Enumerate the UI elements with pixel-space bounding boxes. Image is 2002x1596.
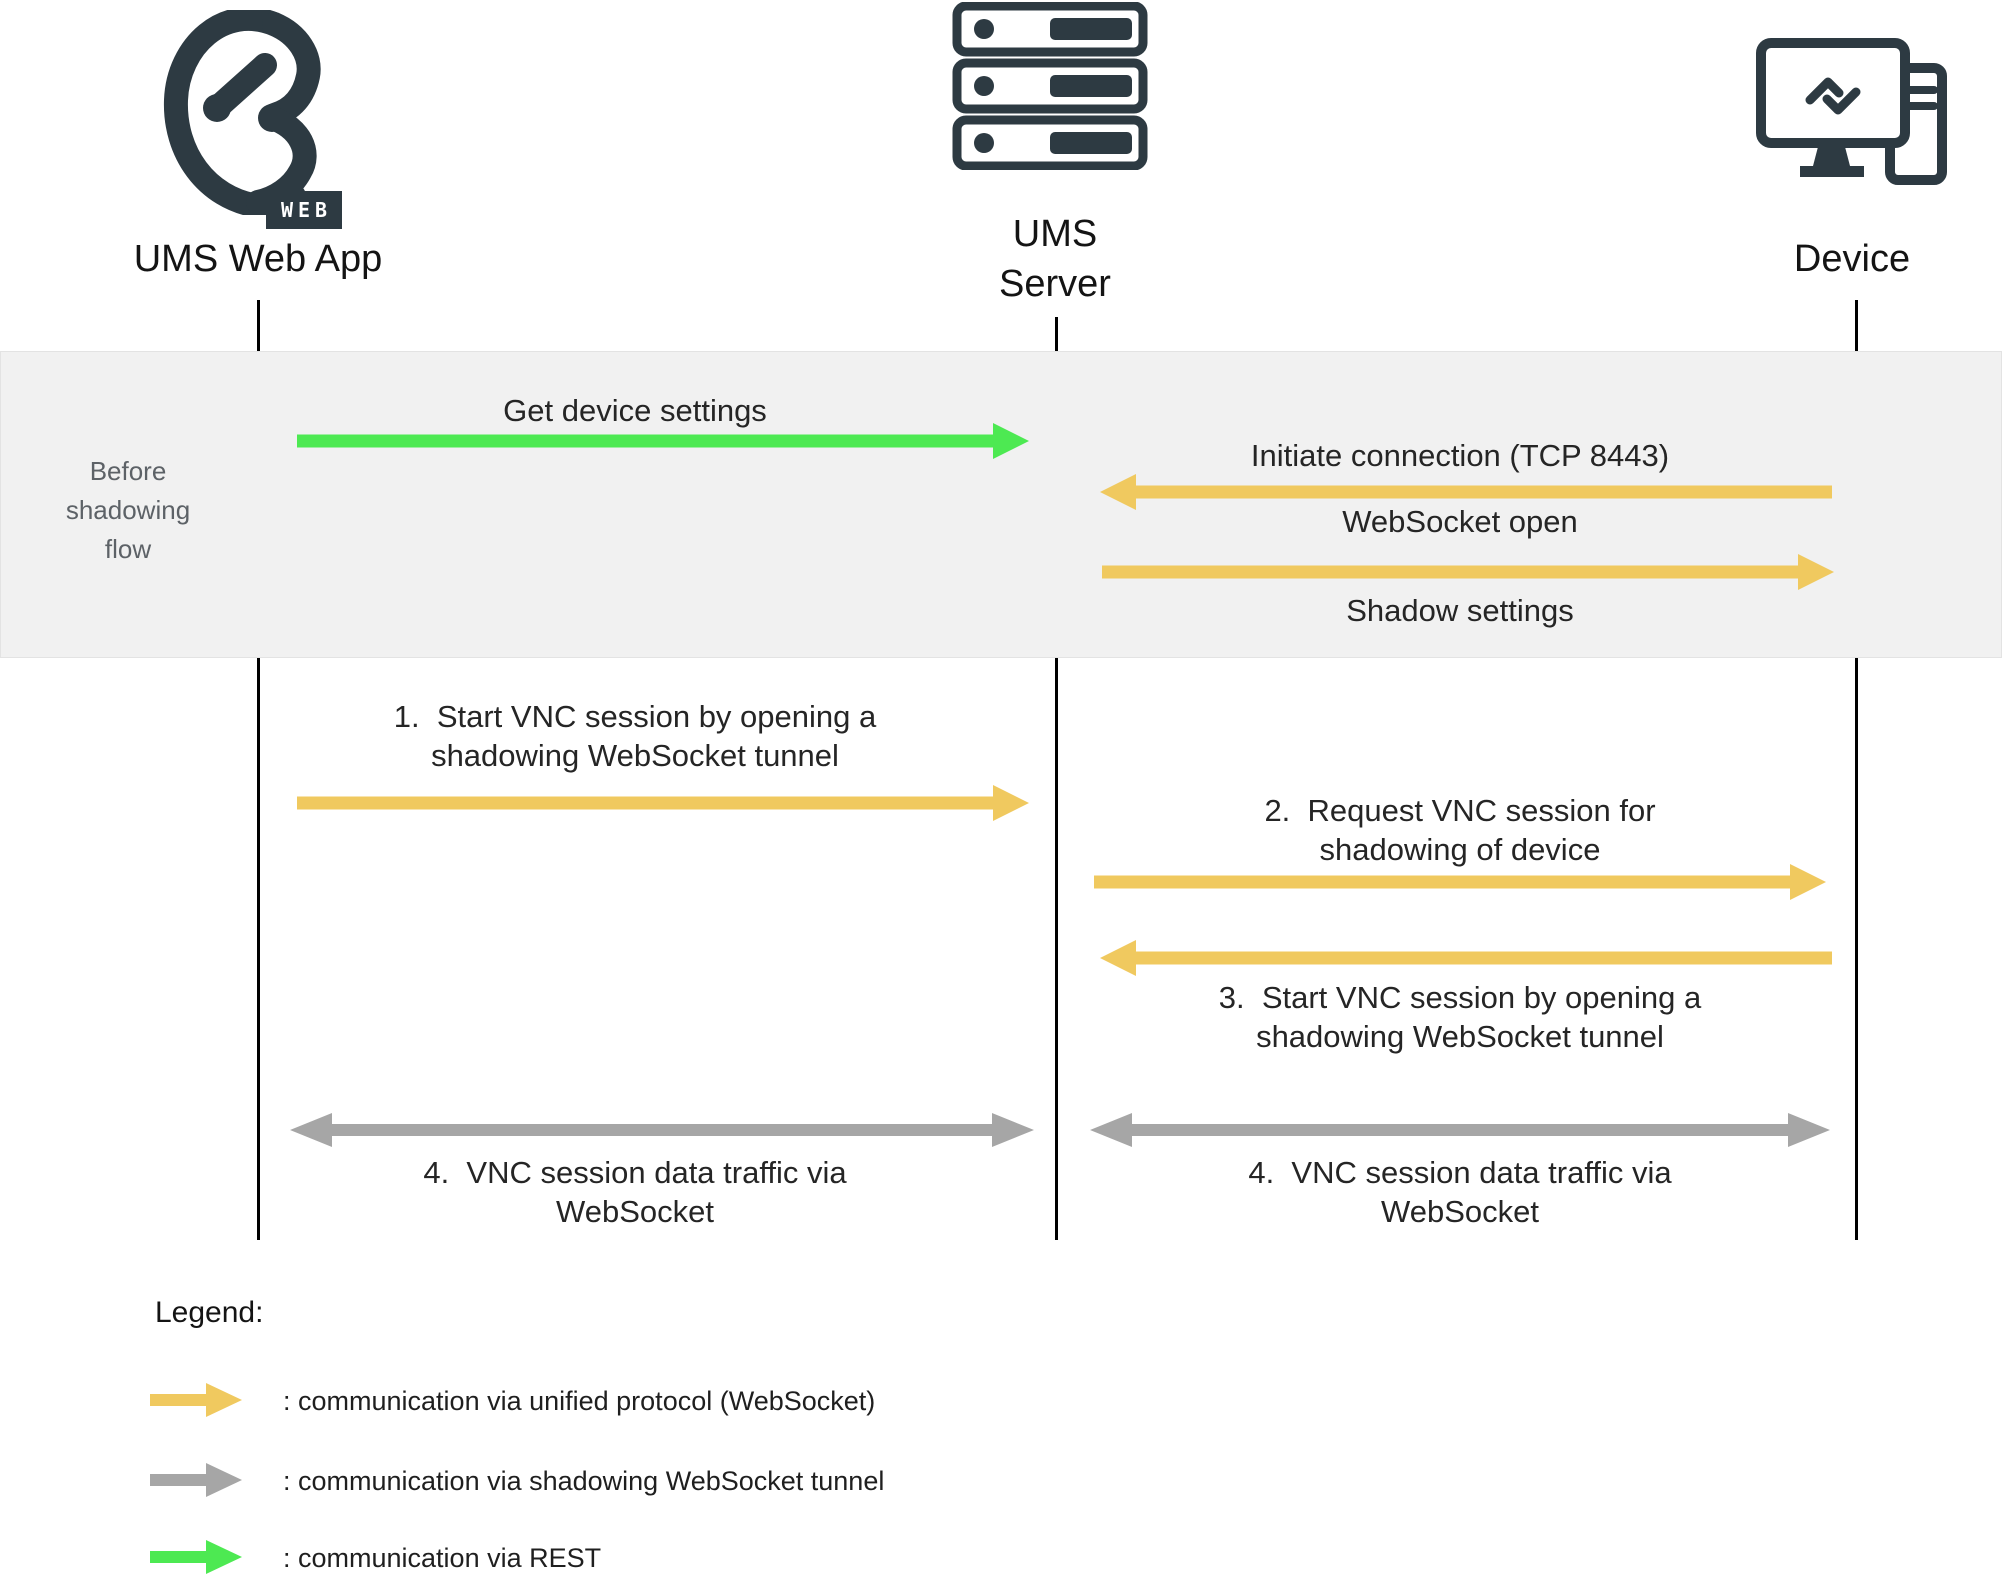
message-label-step2: 2. Request VNC session for shadowing of … [1264, 793, 1656, 867]
legend-arrow-rest [150, 1540, 242, 1574]
ums-web-app-logo-icon [163, 10, 321, 215]
arrow-unified-websocket-open [1102, 554, 1834, 590]
band-label: Before shadowing flow [65, 456, 191, 564]
arrow-rest-get-device-settings [297, 423, 1029, 459]
message-label-step4-right: 4. VNC session data traffic via WebSocke… [1248, 1155, 1672, 1229]
lifeline-ums-web-app [257, 300, 260, 1240]
message-label-initiate-connection: Initiate connection (TCP 8443) [1250, 438, 1670, 473]
device-icon [1756, 38, 1947, 185]
message-label-get-device-settings: Get device settings [503, 393, 767, 428]
arrow-unified-step3 [1100, 940, 1832, 976]
before-shadowing-flow-band [0, 351, 2002, 658]
legend-label-shadowing-tunnel: : communication via shadowing WebSocket … [283, 1466, 885, 1496]
actor-label-device: Device [1793, 238, 1911, 280]
legend-title: Legend: [155, 1296, 264, 1329]
legend-label-unified-protocol: : communication via unified protocol (We… [283, 1386, 876, 1416]
message-label-step1: 1. Start VNC session by opening a shadow… [393, 699, 877, 773]
arrow-shadowing-step4-left [290, 1113, 1034, 1147]
actor-label-ums-web-app: UMS Web App [133, 238, 383, 280]
arrow-unified-initiate-connection [1100, 474, 1832, 510]
message-label-step4-left: 4. VNC session data traffic via WebSocke… [423, 1155, 847, 1229]
arrow-unified-step1 [297, 785, 1029, 821]
arrow-unified-step2 [1094, 864, 1826, 900]
message-label-shadow-settings: Shadow settings [1346, 593, 1574, 628]
message-label-websocket-open: WebSocket open [1342, 504, 1578, 539]
lifeline-ums-server [1055, 317, 1058, 1240]
message-label-step3: 3. Start VNC session by opening a shadow… [1218, 980, 1702, 1054]
lifeline-device [1855, 300, 1858, 1240]
legend-arrow-shadowing-tunnel [150, 1463, 242, 1497]
ums-server-icon [952, 2, 1148, 170]
web-badge: WEB [266, 191, 342, 229]
actor-label-ums-server: UMS Server [999, 213, 1111, 305]
legend-arrow-unified-protocol [150, 1383, 242, 1417]
legend-label-rest: : communication via REST [283, 1543, 602, 1573]
arrow-shadowing-step4-right [1090, 1113, 1830, 1147]
